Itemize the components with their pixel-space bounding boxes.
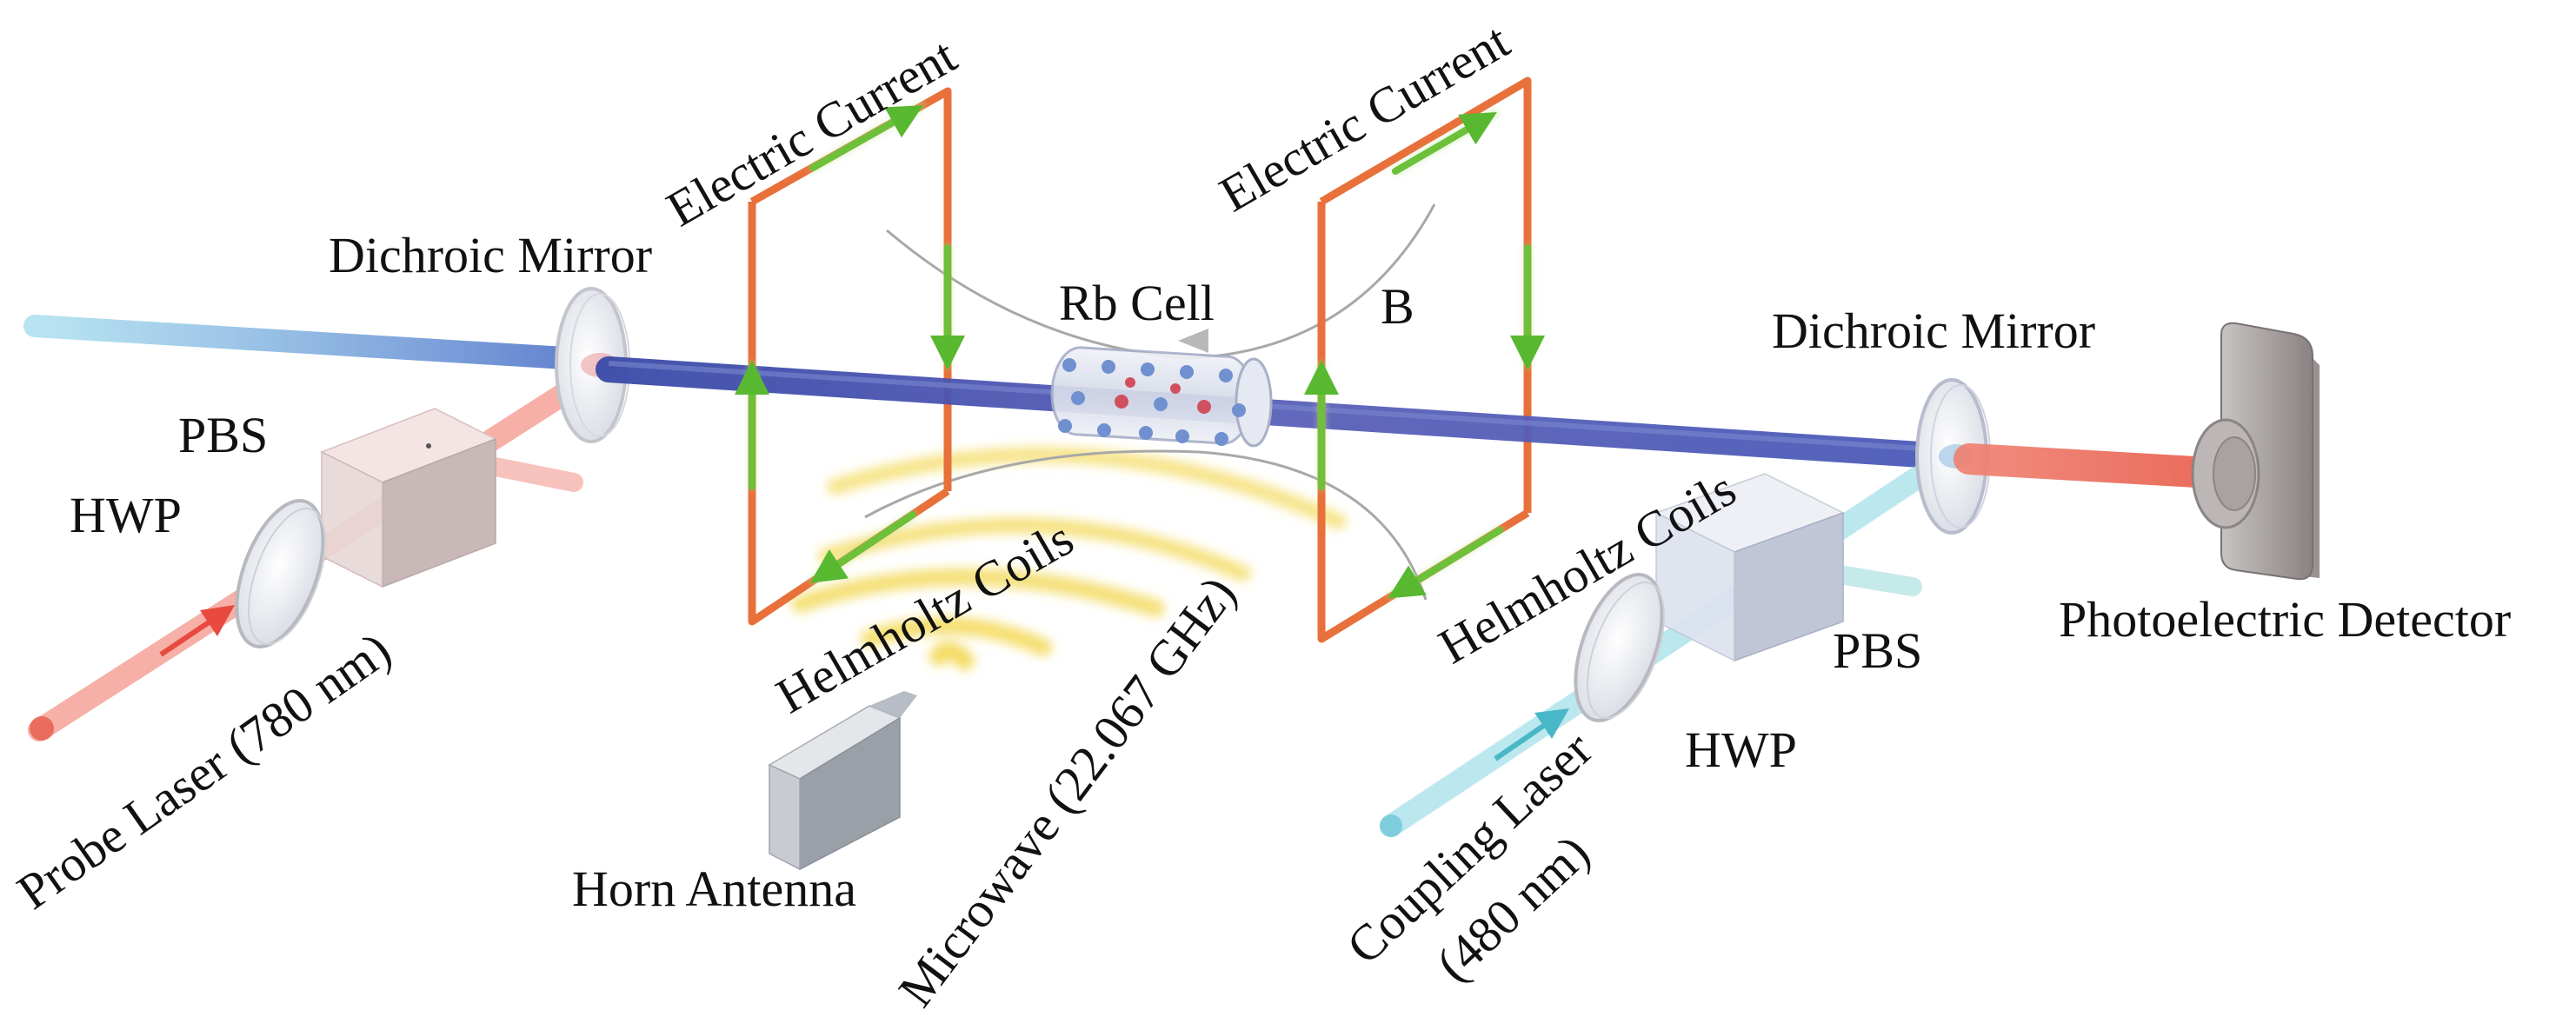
probe-beam-origin: [30, 716, 54, 741]
label-hwp-right: HWP: [1685, 721, 1797, 778]
combined-beam: [596, 356, 1960, 469]
rb-cell: [1050, 346, 1273, 448]
current-arrows: [735, 103, 1545, 599]
hwp-right: [1574, 573, 1665, 722]
label-electric-current-left: Electric Current: [657, 27, 966, 237]
label-probe-laser: Probe Laser (780 nm): [7, 621, 401, 920]
pbs-cube-right: [1654, 473, 1845, 662]
coupling-beam-incoming: [23, 315, 620, 372]
probe-beam-output: [1954, 443, 2241, 489]
pbs-cube-left: [320, 408, 497, 588]
photoelectric-detector: [2191, 322, 2320, 581]
pbs-left-side-beam: [477, 455, 583, 492]
label-helmholtz-coils-left: Helmholtz Coils: [767, 509, 1082, 724]
label-b-field: B: [1381, 278, 1414, 335]
label-dichroic-mirror-left: Dichroic Mirror: [329, 227, 652, 283]
coupling-beam-origin: [1380, 814, 1402, 837]
rb-atoms: [1058, 358, 1246, 446]
probe-direction-arrowhead: [200, 605, 235, 636]
label-pbs-left: PBS: [178, 407, 268, 463]
coupling-beam: [1380, 441, 1967, 837]
b-field-arrowhead: [1178, 329, 1208, 353]
microwave-waves: [791, 447, 1347, 670]
pbs-right-side-beam: [1825, 564, 1922, 596]
label-dichroic-mirror-right: Dichroic Mirror: [1772, 302, 2095, 359]
label-hwp-left: HWP: [70, 487, 182, 543]
coupling-direction-arrowhead: [1534, 708, 1569, 739]
label-horn-antenna: Horn Antenna: [572, 861, 856, 917]
label-pbs-right: PBS: [1833, 622, 1922, 679]
horn-antenna: [768, 691, 917, 871]
label-photoelectric-detector: Photoelectric Detector: [2059, 591, 2511, 648]
label-rb-cell: Rb Cell: [1059, 275, 1215, 331]
hwp-left: [235, 499, 326, 648]
